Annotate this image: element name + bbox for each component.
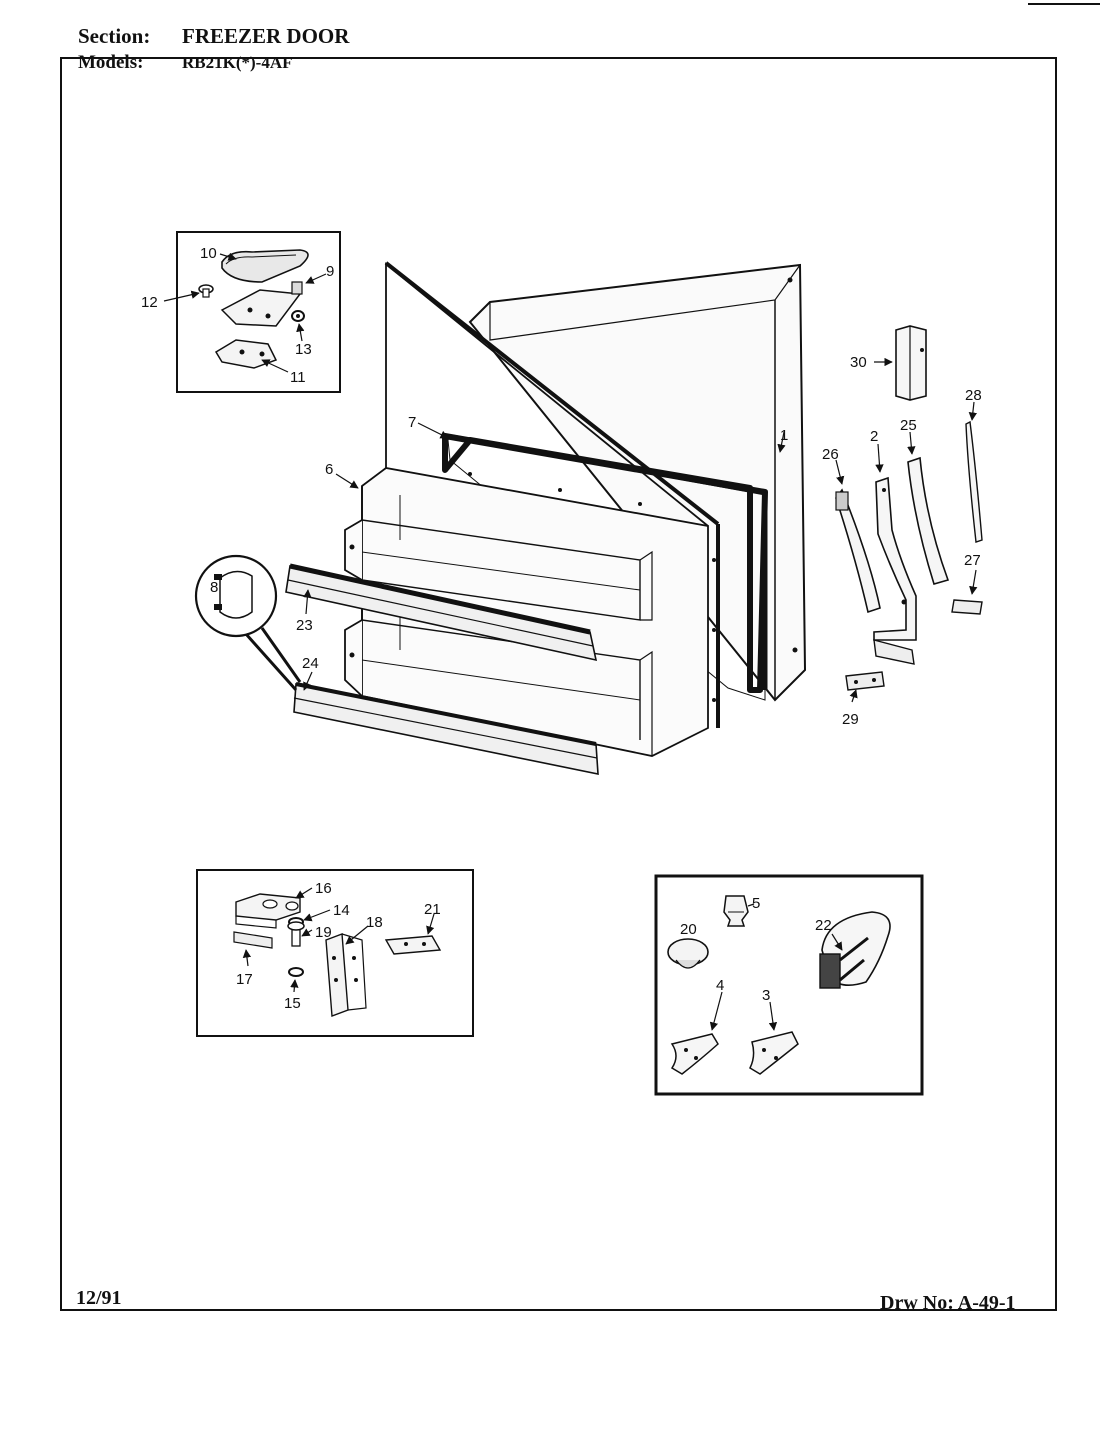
callout-15: 15 [284, 995, 301, 1012]
callout-14: 14 [333, 902, 350, 919]
callout-27: 27 [964, 552, 981, 569]
callout-8: 8 [210, 579, 218, 596]
hinge-arm-2 [873, 476, 917, 641]
fastener-5 [723, 895, 749, 927]
inner-liner-part [344, 262, 716, 757]
callout-12: 12 [141, 294, 158, 311]
callout-20: 20 [680, 921, 697, 938]
bracket-4 [670, 1033, 719, 1075]
section-title: FREEZER DOOR [182, 24, 350, 48]
callout-19: 19 [315, 924, 332, 941]
callout-10: 10 [200, 245, 217, 262]
trim-rod-28 [965, 420, 983, 543]
handle-inset-box [176, 231, 341, 393]
callout-18: 18 [366, 914, 383, 931]
top-edge-rule [1028, 3, 1100, 5]
hinge-clip-21 [384, 935, 442, 955]
trim-strip-26 [835, 488, 881, 614]
callout-25: 25 [900, 417, 917, 434]
callout-9: 9 [326, 263, 334, 280]
trim-strip-25 [907, 456, 950, 585]
trim-clip-27 [951, 599, 983, 615]
handle-bracket-part [220, 289, 302, 327]
hinge-shim-17 [233, 931, 273, 949]
callout-7: 7 [408, 414, 416, 431]
callout-22: 22 [815, 917, 832, 934]
drawing-date: 12/91 [76, 1287, 122, 1309]
drawing-frame [60, 57, 1057, 1311]
callout-24: 24 [302, 655, 319, 672]
callout-21: 21 [424, 901, 441, 918]
hinge-shim-29 [845, 671, 885, 691]
callout-6: 6 [325, 461, 333, 478]
callout-26: 26 [822, 446, 839, 463]
callout-16: 16 [315, 880, 332, 897]
small-parts-inset-box [654, 874, 924, 1096]
callout-11: 11 [290, 369, 306, 386]
callout-4: 4 [716, 977, 724, 994]
callout-28: 28 [965, 387, 982, 404]
hinge-inset-box [196, 869, 474, 1037]
callout-2: 2 [870, 428, 878, 445]
callout-30: 30 [850, 354, 867, 371]
section-label: Section: [78, 24, 151, 48]
callout-23: 23 [296, 617, 313, 634]
callout-1: 1 [780, 427, 788, 444]
handle-plate-part [214, 339, 278, 369]
hinge-plate-18 [325, 933, 349, 1017]
callout-5: 5 [752, 895, 760, 912]
callout-3: 3 [762, 987, 770, 1004]
callout-17: 17 [236, 971, 253, 988]
bracket-3 [749, 1031, 799, 1075]
outer-door-panel [468, 263, 807, 702]
drawing-number: Drw No: A-49-1 [880, 1292, 1016, 1314]
callout-29: 29 [842, 711, 859, 728]
hinge-cover-30 [895, 325, 927, 401]
callout-13: 13 [295, 341, 312, 358]
